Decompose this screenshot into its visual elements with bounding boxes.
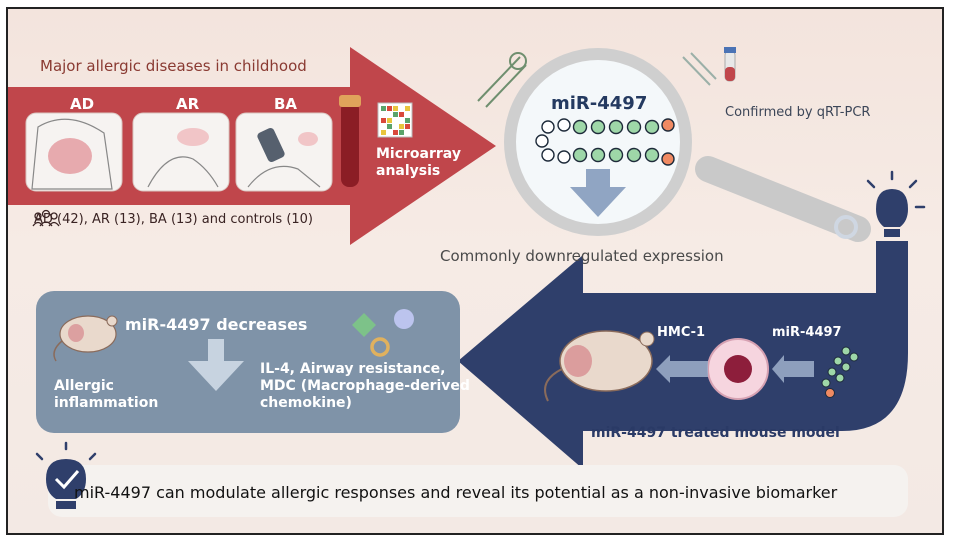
lightbulb-check-icon — [35, 441, 97, 509]
magnifier-lens — [504, 48, 692, 236]
magnifier-handle — [695, 156, 871, 242]
circle-icon — [394, 309, 414, 329]
microarray-label: Microarray analysis — [376, 146, 461, 179]
hmc1-label: HMC-1 — [657, 325, 706, 340]
microarray-chip-icon — [377, 102, 413, 138]
diamond-icon — [352, 313, 376, 337]
figure-frame: Major allergic diseases in childhood AD … — [6, 7, 944, 535]
cohort-text: AD (42), AR (13), BA (13) and controls (… — [34, 212, 313, 227]
people-icon — [32, 209, 60, 227]
dna-small-icon — [682, 52, 717, 86]
dna-decoration-icon — [477, 56, 527, 108]
expression-text: Commonly downregulated expression — [440, 247, 724, 265]
confirmed-text: Confirmed by qRT-PCR — [725, 105, 871, 120]
conclusion-bar — [48, 465, 908, 517]
rat-icon — [53, 315, 118, 362]
conclusion-text: miR-4497 can modulate allergic responses… — [74, 483, 838, 502]
findings-left: Allergic inflammation — [54, 378, 159, 411]
lightbulb-top-icon — [876, 189, 908, 227]
left-arrow-hmc — [656, 355, 708, 383]
label-ar: AR — [176, 95, 200, 113]
mouse-icon — [544, 330, 655, 402]
navy-arrow — [458, 241, 908, 469]
diagram-art — [8, 47, 926, 517]
mirna-hairpin-icon — [535, 118, 675, 166]
label-ba: BA — [274, 95, 298, 113]
mouse-model-label: miR-4497 treated mouse model — [591, 425, 840, 441]
blood-tube — [341, 101, 359, 187]
down-arrow-findings — [188, 339, 244, 391]
down-arrow-icon — [570, 169, 626, 217]
findings-right: IL-4, Airway resistance, MDC (Macrophage… — [260, 361, 470, 411]
findings-title: miR-4497 decreases — [125, 315, 308, 334]
left-arrow-mirna — [772, 355, 814, 383]
label-ad: AD — [70, 95, 95, 113]
mirna-treatment-label: miR-4497 — [772, 325, 842, 340]
ar-image — [132, 112, 230, 192]
mirna-name: miR-4497 — [551, 93, 648, 114]
key-icon — [834, 215, 858, 239]
ring-icon — [370, 337, 390, 357]
test-tube-icon — [724, 47, 736, 82]
header-title: Major allergic diseases in childhood — [40, 57, 307, 75]
mirna-strand-icon — [821, 346, 859, 398]
